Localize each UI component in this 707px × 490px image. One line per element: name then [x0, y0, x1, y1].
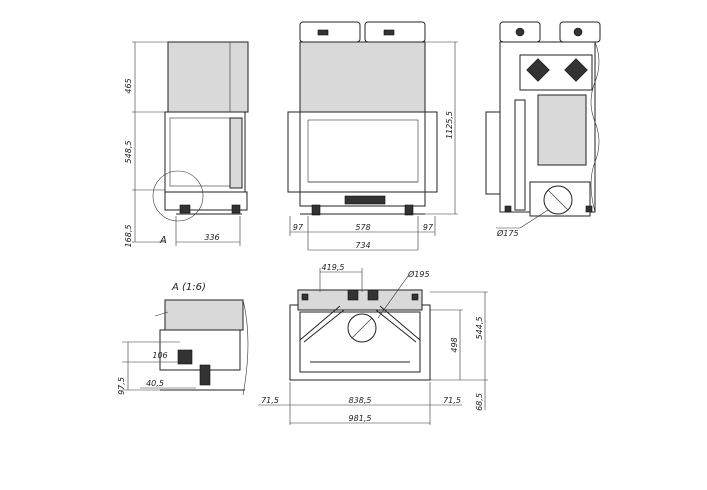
dim-rear-outlet: Ø175: [496, 228, 519, 238]
dim-top-depth-inner: 498: [450, 337, 459, 352]
dim-side-depth: 336: [204, 233, 219, 242]
detail-a-circle: [152, 170, 204, 222]
dim-front-total: 734: [355, 241, 370, 250]
front-cover-right: [364, 21, 426, 43]
dim-front-right: 97: [423, 223, 434, 232]
detail-a-casing: [164, 299, 244, 331]
dim-top-right-margin: 71,5: [443, 396, 461, 405]
side-view: A 465 548,5 168,5 336: [124, 41, 249, 248]
dim-detail-106: 106: [152, 351, 167, 360]
dim-top-inner-width: 838,5: [349, 396, 372, 405]
dim-top-left-margin: 71,5: [261, 396, 279, 405]
dim-top-depth-outer: 544,5: [475, 317, 484, 340]
detail-a-view: A (1:6) 106 40,5 97,5: [117, 282, 249, 396]
dim-front-left: 97: [293, 223, 304, 232]
dim-side-top: 465: [124, 78, 133, 93]
dim-top-total-width: 981,5: [349, 414, 372, 423]
dim-front-opening: 578: [355, 223, 370, 232]
rear-view: Ø175: [485, 21, 601, 238]
dim-top-front-offset: 68,5: [475, 393, 484, 411]
dim-detail-40: 40,5: [146, 379, 164, 388]
dim-top-flue-diameter: Ø195: [407, 269, 430, 279]
front-wing-left: [287, 111, 301, 193]
side-upper-casing: [167, 41, 249, 113]
dim-top-flue-offset: 419,5: [322, 263, 345, 272]
dim-detail-97: 97,5: [117, 377, 126, 395]
detail-a-title: A (1:6): [171, 282, 206, 293]
rear-heat-exchanger: [537, 94, 587, 166]
dim-side-bottom: 168,5: [124, 225, 133, 248]
front-upper-casing: [299, 41, 426, 113]
detail-a-marker: A: [159, 235, 167, 246]
front-cover-left: [299, 21, 361, 43]
front-wing-right: [424, 111, 438, 193]
top-view: 419,5 Ø195 498 544,5 68,5 71,5 838,5 71,…: [258, 263, 488, 425]
front-door: [299, 111, 426, 193]
front-view: 1125,5 97 578 97 734: [287, 21, 458, 251]
dim-front-height: 1125,5: [445, 111, 454, 139]
dim-side-mid: 548,5: [124, 141, 133, 164]
